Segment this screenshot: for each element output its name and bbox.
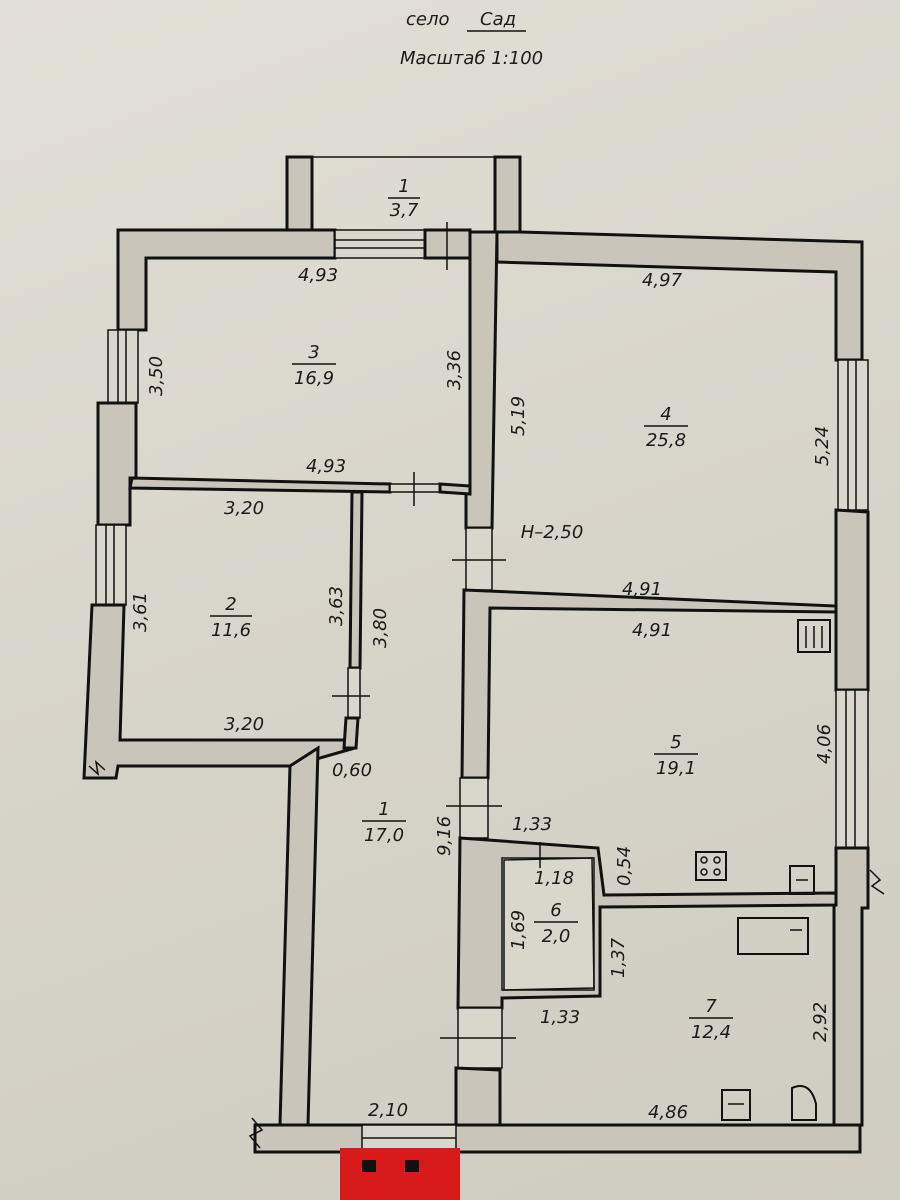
dim-r5-inner: 1,33: [512, 814, 552, 835]
door-r2: [347, 667, 361, 719]
room-label-vestibule: 1 3,7: [388, 176, 420, 221]
scale-label: Масштаб 1:100: [400, 48, 543, 69]
dim-r4-bottom: 4,91: [622, 579, 662, 600]
wall-r7-left: [454, 1066, 502, 1127]
red-marker: [340, 1148, 460, 1200]
dim-r3-bottom: 4,93: [306, 456, 346, 477]
dim-r4-top: 4,97: [642, 270, 683, 291]
wall-r3-bottom: [128, 476, 392, 494]
toilet-icon: [791, 1085, 817, 1121]
room-label-corridor: 1 17,0: [362, 799, 406, 846]
dim-corridor-bottom: 2,10: [368, 1100, 408, 1121]
dim-ceiling-height: H–2,50: [521, 522, 584, 543]
svg-text:1: 1: [398, 176, 409, 197]
dim-r6-left: 1,69: [508, 910, 529, 950]
wall-r4-r5: [460, 588, 838, 780]
room-label-5: 5 19,1: [654, 732, 698, 779]
dim-r5-step: 0,54: [614, 846, 635, 886]
dim-r5-right: 4,06: [814, 724, 835, 764]
dim-r5-top: 4,91: [632, 620, 672, 641]
wall-vestibule-right: [493, 155, 522, 234]
break-mark-right: [869, 869, 885, 895]
dim-corridor-length: 9,16: [434, 816, 455, 856]
svg-text:3,7: 3,7: [390, 200, 419, 221]
wall-left-lower: [82, 603, 357, 780]
dim-r4-left: 5,19: [508, 396, 529, 436]
svg-text:2: 2: [225, 594, 236, 615]
window-right-1: [837, 359, 869, 511]
dim-r7-left: 1,33: [540, 1007, 580, 1028]
wall-r2-right: [348, 490, 364, 670]
door-r5: [459, 777, 489, 839]
svg-text:2,0: 2,0: [542, 926, 571, 947]
svg-text:25,8: 25,8: [646, 430, 686, 451]
break-mark-left: [88, 760, 106, 776]
room-label-7: 7 12,4: [689, 996, 733, 1043]
dim-r2-bottom: 3,20: [224, 714, 264, 735]
wall-right-mid: [834, 508, 870, 692]
room-label-2: 2 11,6: [210, 594, 252, 641]
stove-icon: [695, 851, 727, 881]
break-mark-bottom: [248, 1117, 264, 1149]
wall-vestibule-left: [285, 155, 314, 232]
svg-text:7: 7: [705, 996, 717, 1017]
wall-corridor-left: [278, 745, 320, 1127]
room-label-6: 6 2,0: [534, 900, 578, 947]
dim-r3-right: 3,36: [444, 350, 465, 390]
svg-text:5: 5: [670, 732, 681, 753]
window-left-1: [107, 329, 139, 404]
wall-top-right: [495, 230, 864, 362]
window-left-2: [95, 524, 127, 606]
wall-left-mid: [96, 401, 138, 527]
svg-text:11,6: 11,6: [211, 620, 251, 641]
dim-r7-bottom: 4,86: [648, 1102, 688, 1123]
wall-right-lower: [832, 846, 870, 1127]
dim-r2-right: 3,63: [326, 586, 347, 626]
bathtub-icon: [737, 917, 809, 955]
village-prefix: село: [406, 9, 450, 30]
door-r3: [389, 483, 441, 493]
dim-r7-step: 1,37: [608, 937, 629, 978]
village-name: Сад: [480, 9, 516, 30]
dim-corridor-gap: 0,60: [332, 760, 372, 781]
dim-r2-left: 3,61: [130, 592, 151, 632]
sink-icon: [789, 865, 815, 895]
dim-r2-top: 3,20: [224, 498, 264, 519]
room-label-4: 4 25,8: [644, 404, 688, 451]
window-right-2: [835, 689, 869, 849]
svg-text:4: 4: [660, 404, 671, 425]
room6-fill: [501, 857, 595, 991]
dim-corridor-upper: 3,80: [370, 608, 391, 648]
svg-text:1: 1: [378, 799, 389, 820]
wall-r3-r4: [464, 230, 499, 530]
svg-text:6: 6: [550, 900, 561, 921]
window-top: [334, 229, 426, 259]
svg-text:12,4: 12,4: [691, 1022, 731, 1043]
dim-r3-top: 4,93: [298, 265, 338, 286]
dim-r7-right: 2,92: [810, 1002, 831, 1042]
washbasin-icon: [721, 1089, 751, 1121]
dim-r4-right: 5,24: [812, 426, 833, 466]
svg-text:19,1: 19,1: [656, 758, 696, 779]
radiator-icon: [797, 619, 831, 653]
svg-text:17,0: 17,0: [364, 825, 404, 846]
wall-bottom: [253, 1123, 862, 1154]
door-r4: [465, 527, 493, 591]
room-label-3: 3 16,9: [292, 342, 336, 389]
dim-r3-left: 3,50: [146, 356, 167, 396]
dim-r6-top: 1,18: [534, 868, 574, 889]
svg-text:3: 3: [308, 342, 319, 363]
svg-text:16,9: 16,9: [294, 368, 334, 389]
